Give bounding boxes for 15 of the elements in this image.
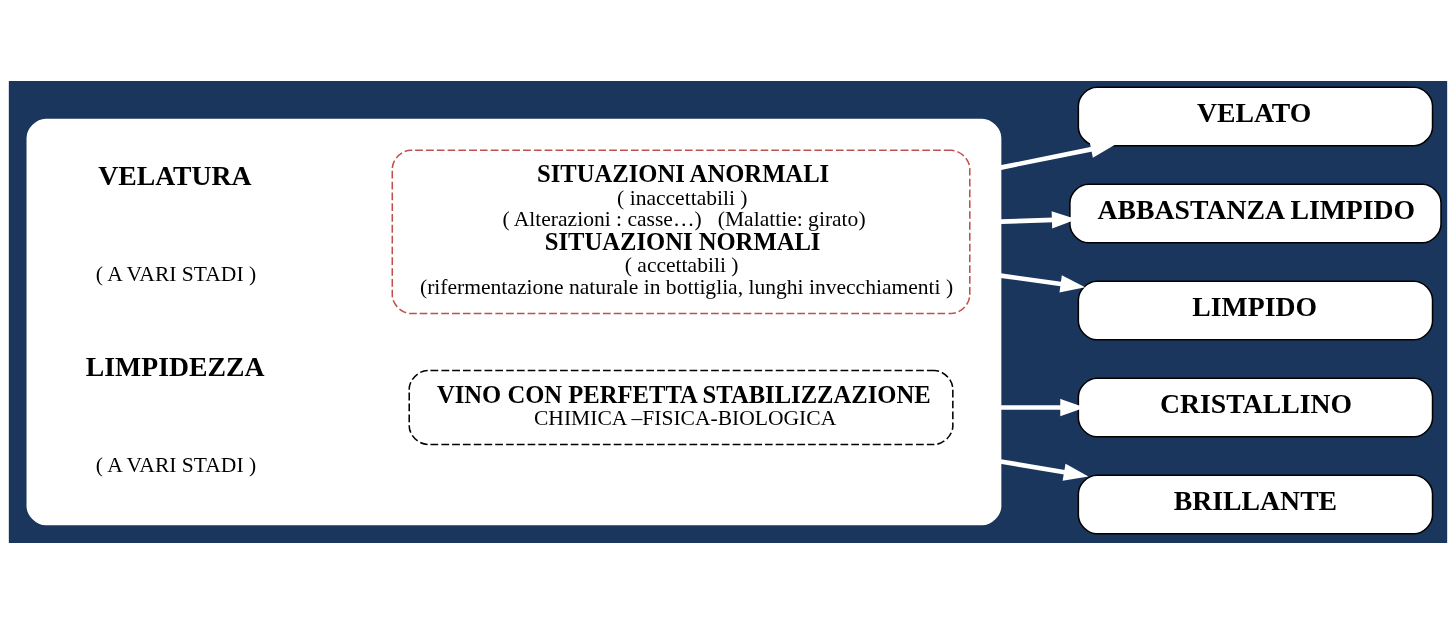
node-box: BRILLANTE: [1077, 474, 1434, 535]
node-box: CRISTALLINO: [1077, 377, 1434, 438]
label: ( A VARI STADI ): [95, 261, 257, 286]
node-box: VELATO: [1077, 86, 1434, 147]
node-box: ABBASTANZA LIMPIDO: [1069, 183, 1442, 244]
label: VELATURA: [98, 159, 252, 191]
node-box: LIMPIDO: [1077, 280, 1434, 341]
cluster: [26, 118, 1002, 526]
arrow: [1000, 273, 1086, 293]
node-box: SITUAZIONI ANORMALI ( inaccettabili ) ( Alterazioni : casse…) (Malattie: girato) SITUAZIONI NORMALI ( accettabili ) (rifermentazione naturale in bottiglia, lunghi invecchiamenti ): [391, 149, 971, 315]
node-box: VINO CON PERFETTA STABILIZZAZIONE CHIMICA –FISICA-BIOLOGICA: [408, 369, 954, 446]
arrow: [1000, 140, 1116, 170]
label: ( A VARI STADI ): [95, 452, 257, 477]
arrow: [1000, 459, 1089, 481]
label: LIMPIDEZZA: [85, 350, 265, 382]
